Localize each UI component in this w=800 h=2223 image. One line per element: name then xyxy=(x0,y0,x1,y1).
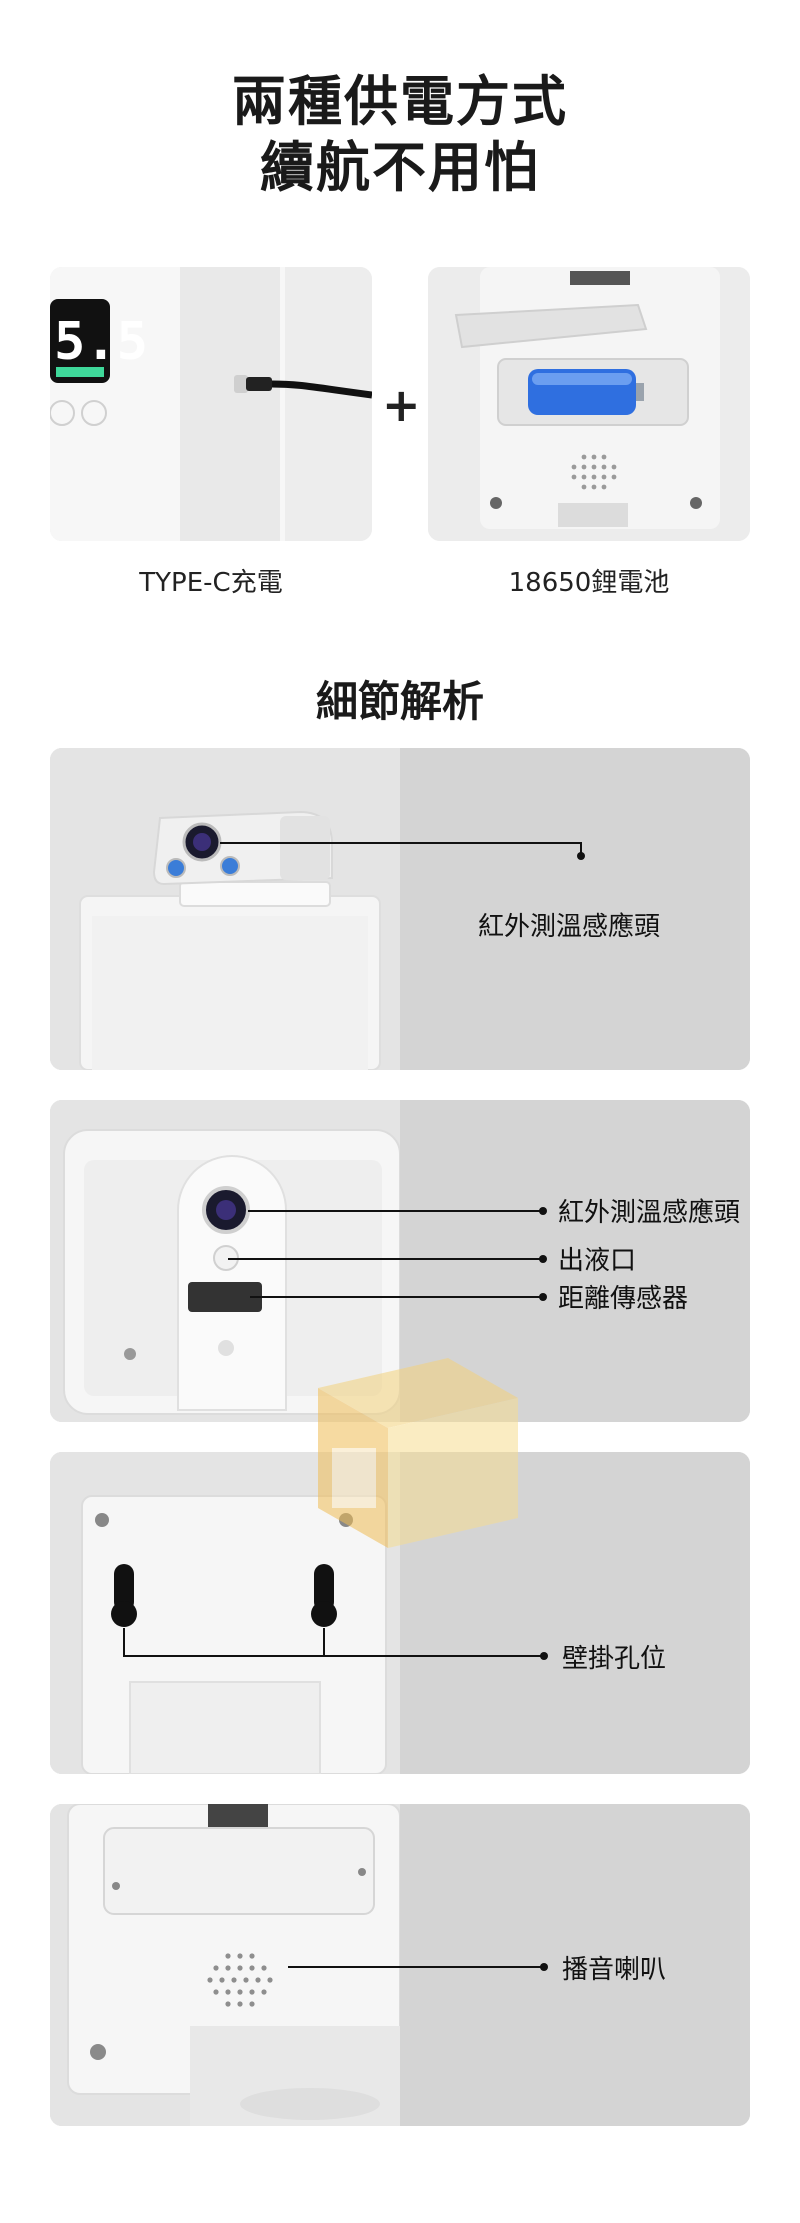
typec-label: TYPE-C充電 xyxy=(139,568,283,598)
label-ir-sensor-head-front: 紅外測溫感應頭 xyxy=(558,1198,741,1228)
typec-power-image: 5.5 xyxy=(50,267,372,541)
label-distance-sensor: 距離傳感器 xyxy=(558,1284,689,1314)
callout-line xyxy=(248,1210,542,1212)
label-wall-mount-holes: 壁掛孔位 xyxy=(562,1644,667,1674)
label-ir-sensor-head: 紅外測溫感應頭 xyxy=(478,912,661,942)
callout-line xyxy=(123,1628,125,1656)
callout-dot xyxy=(539,1293,547,1301)
battery-power-image xyxy=(428,267,750,541)
headline-line-1: 兩種供電方式 xyxy=(232,70,568,133)
sensor-head-illustration xyxy=(50,748,400,1070)
speaker-grille-icon xyxy=(571,454,617,490)
callout-dot xyxy=(540,1652,548,1660)
battery-label: 18650鋰電池 xyxy=(508,568,670,598)
display-reading: 5.5 xyxy=(54,312,148,372)
callout-line xyxy=(220,842,582,844)
callout-line xyxy=(323,1628,325,1656)
wall-hole-icon xyxy=(111,1564,137,1627)
callout-line xyxy=(123,1655,543,1657)
front-view-illustration xyxy=(50,1100,401,1422)
detail-panel-sensor-head: 紅外測溫感應頭 xyxy=(50,748,750,1070)
callout-dot xyxy=(539,1207,547,1215)
speaker-view-illustration xyxy=(50,1804,401,2126)
headline-line-2: 續航不用怕 xyxy=(260,136,540,199)
detail-panel-front: 紅外測溫感應頭 出液口 距離傳感器 xyxy=(50,1100,750,1422)
callout-line xyxy=(250,1296,542,1298)
callout-line xyxy=(580,842,582,856)
callout-line xyxy=(228,1258,542,1260)
callout-dot xyxy=(540,1963,548,1971)
typec-device-illustration: 5.5 xyxy=(50,267,372,541)
callout-dot xyxy=(539,1255,547,1263)
label-speaker: 播音喇叭 xyxy=(562,1955,667,1985)
plus-sign: + xyxy=(382,378,421,432)
battery-device-illustration xyxy=(428,267,750,541)
label-liquid-outlet: 出液口 xyxy=(558,1246,637,1276)
detail-panel-speaker: 播音喇叭 xyxy=(50,1804,750,2126)
callout-dot xyxy=(577,852,585,860)
wall-hole-icon xyxy=(311,1564,337,1627)
speaker-grille-icon xyxy=(207,1953,273,2007)
callout-line xyxy=(288,1966,544,1968)
watermark-logo-icon xyxy=(318,1358,518,1548)
details-title: 細節解析 xyxy=(315,677,484,726)
